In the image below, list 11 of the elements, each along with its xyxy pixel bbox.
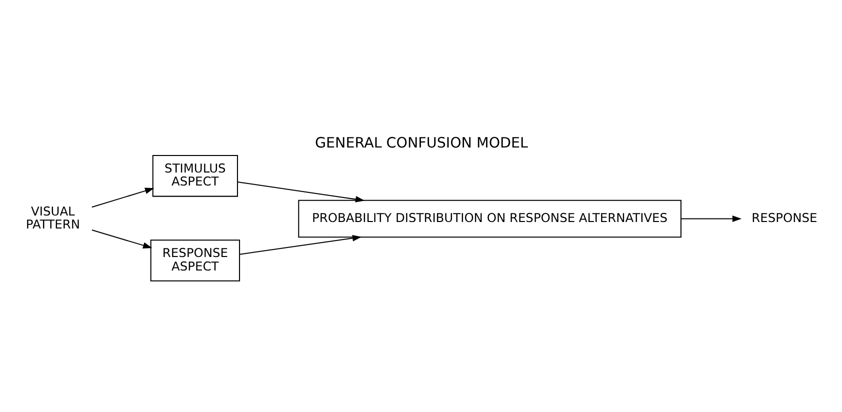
arrow [91, 187, 154, 208]
diagram-title: GENERAL CONFUSION MODEL [314, 135, 528, 152]
arrow [236, 180, 364, 202]
node-text: VISUAL PATTERN [25, 204, 80, 232]
node-box: PROBABILITY DISTRIBUTION ON RESPONSE ALTERNATIVES [298, 199, 681, 238]
arrow [239, 234, 362, 254]
node-box: STIMULUS ASPECT [152, 154, 238, 196]
arrow [680, 215, 742, 222]
arrow [91, 229, 152, 248]
node-text: RESPONSE [751, 210, 817, 224]
node-box: RESPONSE ASPECT [150, 239, 240, 281]
